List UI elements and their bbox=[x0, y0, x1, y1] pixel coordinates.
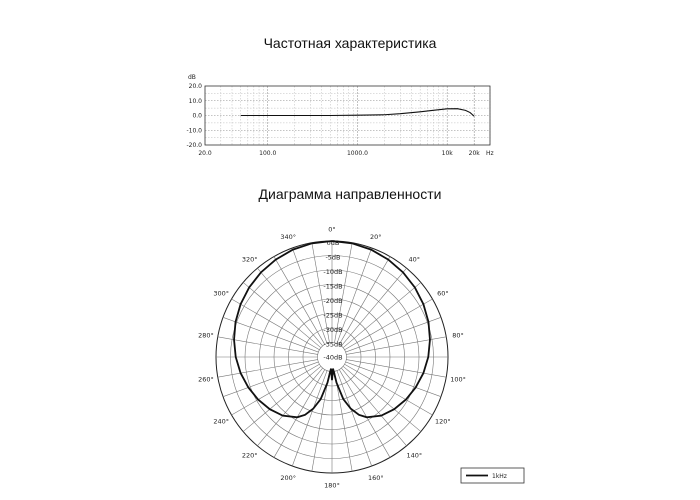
polar-angle-tick-label: 320° bbox=[242, 255, 258, 263]
polar-radial-tick-label: -40dB bbox=[323, 354, 342, 362]
polar-angle-tick-label: 340° bbox=[280, 233, 296, 241]
polar-grid-spoke bbox=[273, 256, 326, 345]
polar-grid-spoke bbox=[257, 267, 323, 347]
polar-grid-spoke bbox=[344, 363, 433, 416]
polar-grid-spoke bbox=[338, 369, 391, 458]
polar-legend-box bbox=[460, 467, 525, 484]
freq-y-tick-label: -10.0 bbox=[186, 127, 202, 134]
freq-y-tick-label: 0.0 bbox=[192, 113, 202, 120]
polar-grid-spoke bbox=[336, 370, 372, 467]
freq-x-tick-label: 1000.0 bbox=[347, 150, 368, 157]
polar-grid-spoke bbox=[242, 282, 322, 348]
polar-grid-spoke bbox=[311, 242, 330, 343]
polar-grid-spoke bbox=[341, 367, 407, 447]
polar-pattern-line bbox=[233, 240, 431, 419]
polar-grid-spoke bbox=[217, 359, 318, 378]
polar-radial-tick-label: -30dB bbox=[323, 326, 342, 334]
polar-grid-spoke bbox=[334, 242, 353, 343]
freq-plot-frame bbox=[204, 85, 491, 146]
polar-radial-tick-label: -10dB bbox=[323, 268, 342, 276]
freq-x-tick-label: 100.0 bbox=[259, 150, 276, 157]
polar-angle-tick-label: 180° bbox=[324, 482, 340, 490]
polar-radial-tick-label: -25dB bbox=[323, 312, 342, 320]
freq-grid bbox=[204, 86, 491, 145]
polar-angle-tick-label: 100° bbox=[450, 376, 466, 384]
freq-y-ticks: 20.0 10.0 0.0 -10.0 -20.0 bbox=[186, 83, 202, 149]
polar-grid-spoke bbox=[222, 361, 319, 397]
polar-grid-spoke bbox=[242, 366, 322, 432]
polar-legend: 1kHz bbox=[460, 467, 525, 484]
polar-grid-spoke bbox=[336, 247, 372, 344]
polar-grid-spoke bbox=[231, 363, 320, 416]
freq-x-tick-label: 10k bbox=[442, 150, 454, 157]
polar-grid-spoke bbox=[342, 282, 422, 348]
polar-grid-spoke bbox=[231, 298, 320, 351]
polar-angle-tick-label: 120° bbox=[435, 418, 451, 426]
polar-angle-tick-label: 140° bbox=[406, 452, 422, 460]
polar-grid-spoke bbox=[341, 267, 407, 347]
polar-angle-tick-label: 20° bbox=[370, 233, 382, 241]
polar-grid-spoke bbox=[342, 366, 422, 432]
polar-radial-tick-label: -35dB bbox=[323, 341, 342, 349]
polar-angle-tick-label: 200° bbox=[280, 474, 296, 482]
polar-angle-tick-label: 60° bbox=[437, 290, 449, 298]
freq-x-tick-label: 20.0 bbox=[198, 150, 212, 157]
polar-radial-tick-label: -15dB bbox=[323, 283, 342, 291]
polar-grid-spoke bbox=[334, 371, 353, 472]
polar-radial-ticks: 0dB -5dB -10dB -15dB -20dB -25dB -30dB -35dB -40… bbox=[323, 239, 342, 362]
polar-grid-spoke bbox=[292, 247, 328, 344]
polar-angle-tick-label: 160° bbox=[368, 474, 384, 482]
polar-grid-spoke bbox=[273, 369, 326, 458]
freq-response-chart: dB Hz 20.0 10.0 0.0 -10.0 -20.0 20.0 100.0 100… bbox=[186, 74, 493, 157]
freq-y-tick-label: 20.0 bbox=[189, 83, 203, 90]
polar-angle-tick-label: 0° bbox=[328, 226, 335, 234]
polar-legend-label: 1kHz bbox=[492, 473, 507, 480]
polar-grid-spoke bbox=[311, 371, 330, 472]
polar-angle-tick-label: 280° bbox=[198, 331, 214, 339]
freq-x-tick-label: 20k bbox=[469, 150, 481, 157]
polar-grid-spoke bbox=[344, 298, 433, 351]
polar-grid bbox=[215, 240, 449, 474]
freq-y-axis-label: dB bbox=[188, 74, 196, 81]
freq-response-title: Частотная характеристика bbox=[263, 35, 437, 51]
freq-y-tick-label: -20.0 bbox=[186, 142, 202, 149]
freq-response-line bbox=[240, 108, 475, 117]
polar-grid-spoke bbox=[345, 317, 442, 353]
polar-angle-tick-label: 40° bbox=[409, 255, 421, 263]
polar-grid-spoke bbox=[345, 361, 442, 397]
polar-pattern-chart: 0dB -5dB -10dB -15dB -20dB -25dB -30dB -35dB -40… bbox=[198, 226, 525, 490]
polar-radial-tick-label: 0dB bbox=[327, 239, 340, 247]
freq-x-ticks: 20.0 100.0 1000.0 10k 20k bbox=[198, 150, 480, 157]
polar-angle-tick-label: 240° bbox=[213, 418, 229, 426]
polar-angle-ticks: 0° 20° 40° 60° 80° 100° 120° 140° 160° 180° 200° 22… bbox=[198, 226, 466, 490]
polar-angle-tick-label: 220° bbox=[242, 452, 258, 460]
polar-grid-spoke bbox=[338, 256, 391, 345]
polar-grid-spoke bbox=[222, 317, 319, 353]
freq-x-unit-label: Hz bbox=[486, 150, 494, 157]
polar-radial-tick-label: -20dB bbox=[323, 297, 342, 305]
polar-grid-spoke bbox=[257, 367, 323, 447]
polar-grid-spoke bbox=[346, 336, 447, 355]
polar-pattern-title: Диаграмма направленности bbox=[258, 186, 442, 202]
polar-grid-spoke bbox=[292, 370, 328, 467]
polar-grid-spoke bbox=[217, 336, 318, 355]
polar-angle-tick-label: 80° bbox=[452, 331, 464, 339]
freq-y-tick-label: 10.0 bbox=[189, 98, 203, 105]
polar-grid-spoke bbox=[346, 359, 447, 378]
polar-angle-tick-label: 300° bbox=[213, 290, 229, 298]
polar-angle-tick-label: 260° bbox=[198, 376, 214, 384]
polar-radial-tick-label: -5dB bbox=[325, 254, 340, 262]
